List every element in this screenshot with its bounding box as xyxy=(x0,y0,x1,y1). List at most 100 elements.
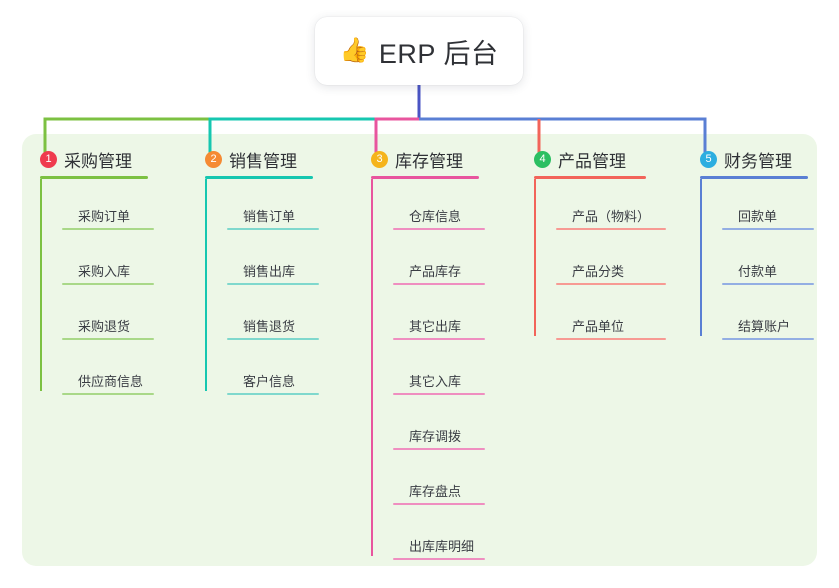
leaf-item[interactable]: 其它出库 xyxy=(393,289,485,344)
leaf-underline xyxy=(227,393,319,395)
leaf-underline xyxy=(722,228,814,230)
leaf-label: 销售出库 xyxy=(243,264,296,279)
branch-underline-3 xyxy=(371,176,479,179)
leaf-underline xyxy=(393,448,485,450)
leaf-underline xyxy=(393,228,485,230)
leaf-item[interactable]: 回款单 xyxy=(722,179,814,234)
leaf-item[interactable]: 供应商信息 xyxy=(62,344,154,399)
branch-underline-1 xyxy=(40,176,148,179)
leaf-underline xyxy=(722,283,814,285)
leaf-item[interactable]: 出库库明细 xyxy=(393,509,485,564)
leaf-label: 销售订单 xyxy=(243,209,296,224)
leaf-label: 出库库明细 xyxy=(409,539,475,554)
leaf-underline xyxy=(62,338,154,340)
leaf-label: 产品单位 xyxy=(572,319,625,334)
leaf-label: 销售退货 xyxy=(243,319,296,334)
branch-title-2: 销售管理 xyxy=(229,151,297,171)
leaf-underline xyxy=(62,283,154,285)
leaf-underline xyxy=(393,393,485,395)
leaf-label: 客户信息 xyxy=(243,374,296,389)
leaf-item[interactable]: 客户信息 xyxy=(227,344,319,399)
leaf-label: 其它出库 xyxy=(409,319,462,334)
leaf-label: 采购订单 xyxy=(78,209,131,224)
leaf-item[interactable]: 采购订单 xyxy=(62,179,154,234)
leaf-label: 结算账户 xyxy=(738,319,791,334)
branch-spine-4 xyxy=(534,179,536,336)
branches-panel xyxy=(22,134,817,566)
leaf-label: 采购入库 xyxy=(78,264,131,279)
leaf-underline xyxy=(556,283,666,285)
leaf-item[interactable]: 产品库存 xyxy=(393,234,485,289)
leaf-item[interactable]: 销售退货 xyxy=(227,289,319,344)
leaf-label: 产品（物料） xyxy=(572,209,651,224)
leaf-label: 付款单 xyxy=(738,264,778,279)
branch-badge-3: 3 xyxy=(371,150,388,168)
branch-title-4: 产品管理 xyxy=(558,151,626,171)
leaf-underline xyxy=(556,228,666,230)
leaf-list-1: 采购订单采购入库采购退货供应商信息 xyxy=(40,179,154,399)
leaf-underline xyxy=(556,338,666,340)
branch-spine-5 xyxy=(700,179,702,336)
leaf-item[interactable]: 付款单 xyxy=(722,234,814,289)
leaf-item[interactable]: 库存调拨 xyxy=(393,399,485,454)
leaf-underline xyxy=(393,283,485,285)
branch-badge-2: 2 xyxy=(205,150,222,168)
branch-spine-3 xyxy=(371,179,373,556)
leaf-item[interactable]: 销售订单 xyxy=(227,179,319,234)
leaf-underline xyxy=(62,228,154,230)
branch-spine-1 xyxy=(40,179,42,391)
branch-underline-2 xyxy=(205,176,313,179)
leaf-label: 库存盘点 xyxy=(409,484,462,499)
branch-spine-2 xyxy=(205,179,207,391)
leaf-list-4: 产品（物料） 产品分类产品单位 xyxy=(534,179,666,344)
branch-header-3[interactable]: 3 库存管理 xyxy=(371,146,479,172)
leaf-underline xyxy=(393,503,485,505)
leaf-label: 产品库存 xyxy=(409,264,462,279)
leaf-list-5: 回款单付款单结算账户 xyxy=(700,179,814,344)
leaf-item[interactable]: 销售出库 xyxy=(227,234,319,289)
branch-column-2: 2 销售管理销售订单销售出库销售退货客户信息 xyxy=(205,146,319,399)
thumbs-up-icon: 👍 xyxy=(339,37,370,64)
leaf-item[interactable]: 其它入库 xyxy=(393,344,485,399)
leaf-label: 仓库信息 xyxy=(409,209,462,224)
leaf-label: 产品分类 xyxy=(572,264,625,279)
leaf-label: 回款单 xyxy=(738,209,778,224)
leaf-list-2: 销售订单销售出库销售退货客户信息 xyxy=(205,179,319,399)
leaf-item[interactable]: 结算账户 xyxy=(722,289,814,344)
leaf-item[interactable]: 产品（物料） xyxy=(556,179,666,234)
leaf-underline xyxy=(227,228,319,230)
leaf-underline xyxy=(393,338,485,340)
branch-column-3: 3 库存管理仓库信息产品库存其它出库其它入库库存调拨库存盘点出库库明细 xyxy=(371,146,485,564)
branch-underline-5 xyxy=(700,176,808,179)
branch-badge-1: 1 xyxy=(40,150,57,168)
leaf-item[interactable]: 采购退货 xyxy=(62,289,154,344)
leaf-underline xyxy=(722,338,814,340)
leaf-label: 库存调拨 xyxy=(409,429,462,444)
leaf-underline xyxy=(227,283,319,285)
branch-title-3: 库存管理 xyxy=(395,151,463,171)
branch-title-1: 采购管理 xyxy=(64,151,132,171)
root-title-text: ERP 后台 xyxy=(378,38,499,69)
leaf-item[interactable]: 产品分类 xyxy=(556,234,666,289)
branch-header-1[interactable]: 1 采购管理 xyxy=(40,146,148,172)
leaf-item[interactable]: 仓库信息 xyxy=(393,179,485,234)
root-node[interactable]: 👍 ERP 后台 xyxy=(315,17,523,85)
leaf-underline xyxy=(393,558,485,560)
leaf-underline xyxy=(227,338,319,340)
leaf-item[interactable]: 库存盘点 xyxy=(393,454,485,509)
leaf-list-3: 仓库信息产品库存其它出库其它入库库存调拨库存盘点出库库明细 xyxy=(371,179,485,564)
branch-column-1: 1 采购管理采购订单采购入库采购退货供应商信息 xyxy=(40,146,154,399)
leaf-label: 供应商信息 xyxy=(78,374,144,389)
branch-badge-5: 5 xyxy=(700,150,717,168)
branch-underline-4 xyxy=(534,176,646,179)
leaf-underline xyxy=(62,393,154,395)
leaf-label: 采购退货 xyxy=(78,319,131,334)
leaf-item[interactable]: 产品单位 xyxy=(556,289,666,344)
leaf-item[interactable]: 采购入库 xyxy=(62,234,154,289)
branch-header-2[interactable]: 2 销售管理 xyxy=(205,146,313,172)
